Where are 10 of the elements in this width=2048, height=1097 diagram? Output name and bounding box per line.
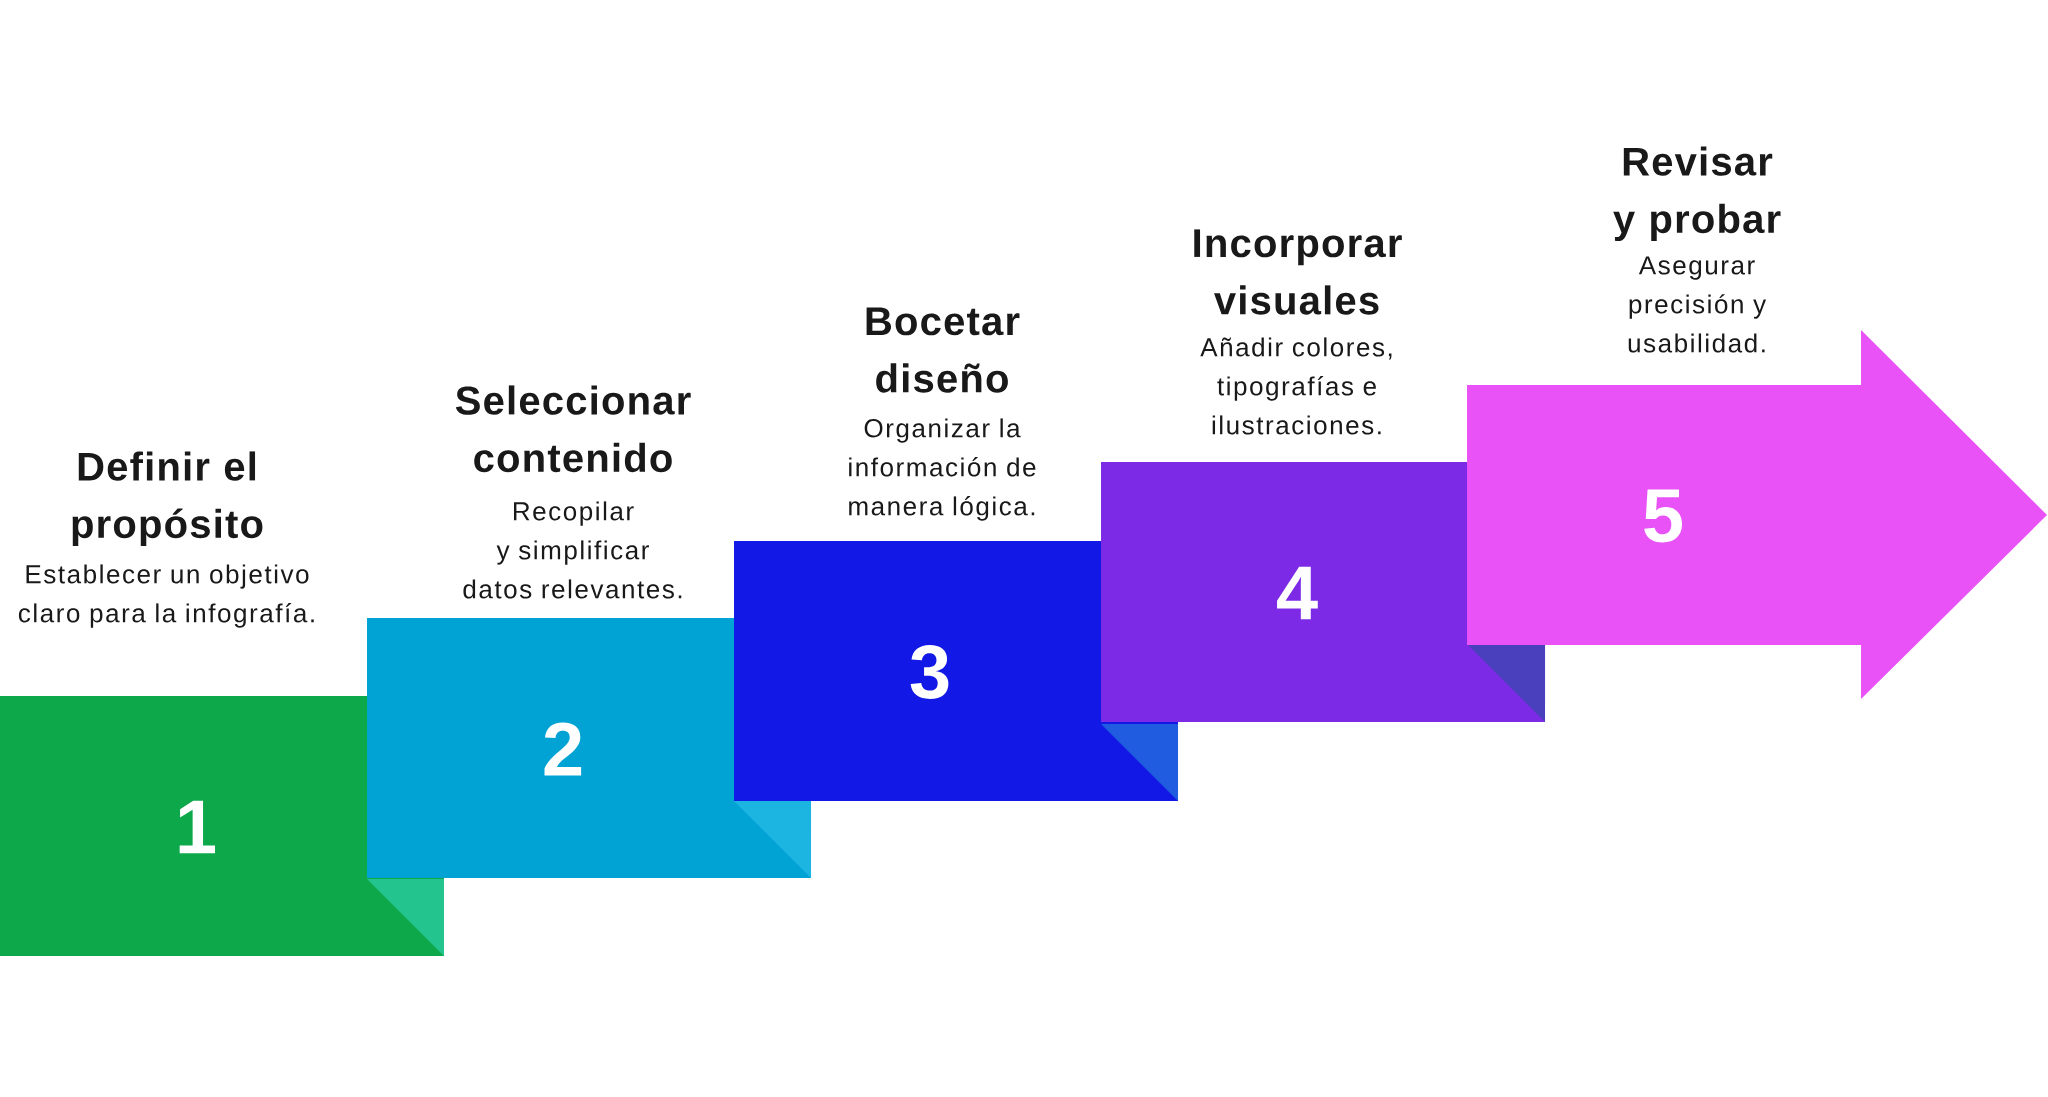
step-heading: Revisar y probar (1613, 146, 1781, 242)
step-description: Organizar la información de manera lógica. (849, 418, 1036, 521)
step-heading: Seleccionar contenido (455, 385, 691, 473)
step-heading: Bocetar diseño (866, 307, 1020, 393)
step-description: Asegurar precisión y usabilidad. (1628, 256, 1767, 353)
step-heading: Incorporar visuales (1194, 229, 1402, 315)
step-description: Establecer un objetivo claro para la infografía. (18, 564, 314, 628)
step-heading: Definir el propósito (72, 451, 263, 547)
step-description: Recopilar y simplificar datos relevantes. (463, 501, 682, 599)
step-description: Añadir colores, tipografías e ilustraciones. (1200, 337, 1392, 435)
